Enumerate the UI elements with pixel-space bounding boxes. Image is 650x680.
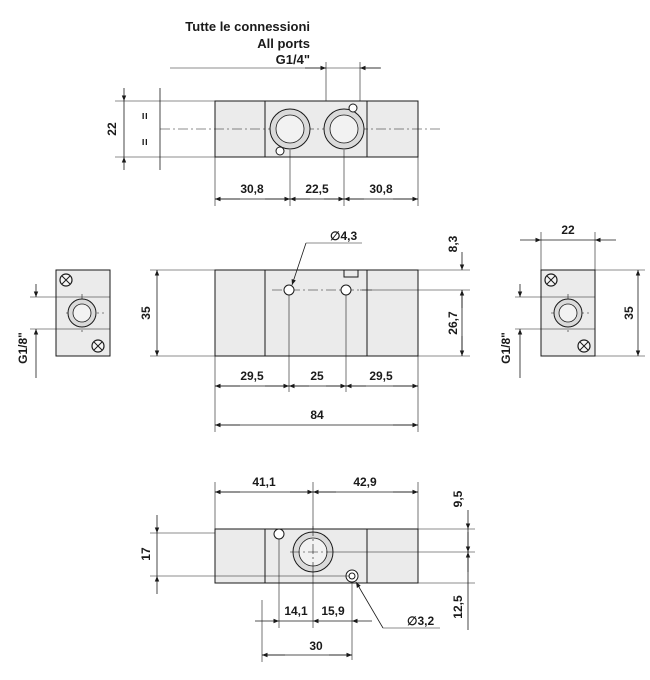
- front-dim-value-3: 29,5: [369, 369, 393, 383]
- front-hole-height-value: 26,7: [446, 311, 460, 335]
- right-view-screw-top-cross: [546, 275, 556, 285]
- bottom-hole-diameter: ∅3,2: [407, 614, 434, 628]
- top-view: 22 = = 30,8 22,5 30,8: [105, 62, 440, 206]
- top-height-value: 22: [105, 122, 119, 136]
- right-view-screw-bottom-cross: [579, 341, 589, 351]
- top-view-pilot-hole-lower: [275, 146, 285, 156]
- bottom-right-value-bottom: 12,5: [451, 595, 465, 619]
- left-view-port-inner: [72, 303, 92, 323]
- front-view-mount-hole-right: [340, 284, 352, 296]
- bottom-hole-leader: [355, 581, 384, 629]
- front-overall-length-value: 84: [310, 408, 324, 422]
- right-view-port-inner: [558, 303, 578, 323]
- right-end-view: 22 35 G1/8": [499, 223, 645, 378]
- bottom-top-value-1: 41,1: [252, 475, 276, 489]
- bottom-view: 41,1 42,9 17 9,5 12,5: [139, 475, 475, 662]
- front-view-notch: [343, 269, 359, 278]
- left-view-screw-bottom-cross: [93, 341, 103, 351]
- left-port-size: G1/8": [16, 332, 30, 364]
- bottom-height-value: 17: [139, 547, 153, 561]
- front-view-body: [214, 269, 419, 357]
- front-dim-value-1: 29,5: [240, 369, 264, 383]
- front-hole-diameter: ∅4,3: [330, 229, 357, 243]
- header-line-english: All ports: [257, 36, 310, 51]
- header: Tutte le connessioni All ports G1/4": [185, 19, 310, 67]
- top-dim-value-2: 22,5: [305, 182, 329, 196]
- front-hole-leader: [291, 242, 307, 286]
- left-view-screw-top-cross: [61, 275, 71, 285]
- top-equal-mark-upper: =: [138, 112, 152, 119]
- top-dim-value-1: 30,8: [240, 182, 264, 196]
- bottom-top-value-2: 42,9: [353, 475, 377, 489]
- left-end-view: G1/8": [16, 269, 111, 378]
- front-dim-value-2: 25: [310, 369, 324, 383]
- bottom-small-value-2: 15,9: [321, 604, 345, 618]
- right-height-value: 35: [622, 306, 636, 320]
- right-width-value: 22: [561, 223, 575, 237]
- top-view-port-left-inner: [275, 114, 305, 144]
- front-view: ∅4,3 35 8,3 26,7 29,5 25 29,5: [139, 229, 470, 432]
- bottom-small-value-1: 14,1: [284, 604, 308, 618]
- top-view-port-right-inner: [329, 114, 359, 144]
- front-top-offset-value: 8,3: [446, 235, 460, 252]
- top-dim-value-3: 30,8: [369, 182, 393, 196]
- header-line-italian: Tutte le connessioni: [185, 19, 310, 34]
- top-equal-mark-lower: =: [138, 138, 152, 145]
- bottom-span-value: 30: [309, 639, 323, 653]
- front-view-mount-hole-left: [283, 284, 295, 296]
- front-height-value: 35: [139, 306, 153, 320]
- right-port-size: G1/8": [499, 332, 513, 364]
- bottom-view-hole-upper: [273, 528, 285, 540]
- header-thread-size: G1/4": [276, 52, 310, 67]
- top-view-pilot-hole-upper: [348, 103, 358, 113]
- bottom-right-value-top: 9,5: [451, 490, 465, 507]
